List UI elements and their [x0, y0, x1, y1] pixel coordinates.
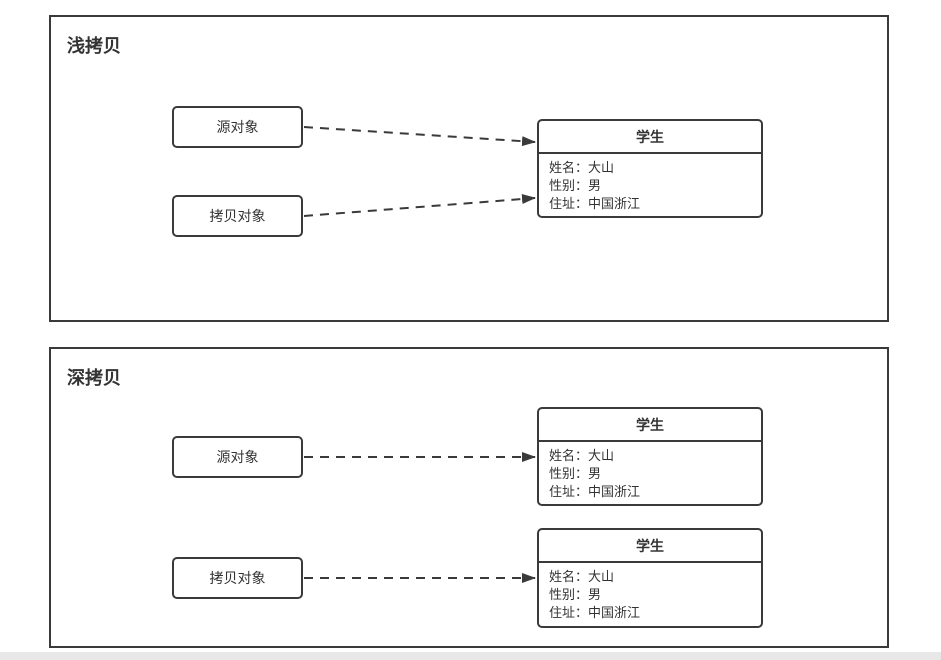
student-field-gender: 性别：男 — [549, 587, 602, 602]
student-field-gender: 性别：男 — [549, 178, 602, 193]
shallow-source-object-box[interactable]: 源对象 — [172, 106, 303, 148]
deep-copy-object-label: 拷贝对象 — [209, 570, 266, 586]
student-field-address: 住址：中国浙江 — [549, 605, 641, 620]
student-field-address: 住址：中国浙江 — [549, 196, 641, 211]
shallow-copy-object-label: 拷贝对象 — [209, 208, 266, 224]
student-field-gender: 性别：男 — [549, 466, 602, 481]
student-field-name: 姓名：大山 — [549, 448, 615, 463]
panel-deep-copy: 深拷贝 — [49, 347, 889, 648]
shallow-copy-object-box[interactable]: 拷贝对象 — [172, 195, 303, 237]
deep-student-source-fields: 姓名：大山 性别：男 住址：中国浙江 — [539, 442, 761, 501]
panel-shallow-copy-title: 浅拷贝 — [67, 36, 121, 56]
deep-student-copy-title: 学生 — [539, 530, 761, 563]
shallow-student-fields: 姓名：大山 性别：男 住址：中国浙江 — [539, 154, 761, 213]
deep-student-box-copy[interactable]: 学生 姓名：大山 性别：男 住址：中国浙江 — [537, 528, 763, 628]
shallow-source-object-label: 源对象 — [216, 119, 259, 135]
deep-source-object-box[interactable]: 源对象 — [172, 436, 303, 478]
deep-student-source-title: 学生 — [539, 409, 761, 442]
shallow-student-title: 学生 — [539, 121, 761, 154]
bottom-scroll-strip — [0, 652, 941, 660]
panel-deep-copy-title: 深拷贝 — [67, 368, 121, 388]
student-field-address: 住址：中国浙江 — [549, 484, 641, 499]
deep-source-object-label: 源对象 — [216, 449, 259, 465]
shallow-student-box[interactable]: 学生 姓名：大山 性别：男 住址：中国浙江 — [537, 119, 763, 218]
deep-student-box-source[interactable]: 学生 姓名：大山 性别：男 住址：中国浙江 — [537, 407, 763, 506]
student-field-name: 姓名：大山 — [549, 569, 615, 584]
student-field-name: 姓名：大山 — [549, 160, 615, 175]
panel-shallow-copy: 浅拷贝 — [49, 15, 889, 322]
deep-student-copy-fields: 姓名：大山 性别：男 住址：中国浙江 — [539, 563, 761, 622]
deep-copy-object-box[interactable]: 拷贝对象 — [172, 557, 303, 599]
